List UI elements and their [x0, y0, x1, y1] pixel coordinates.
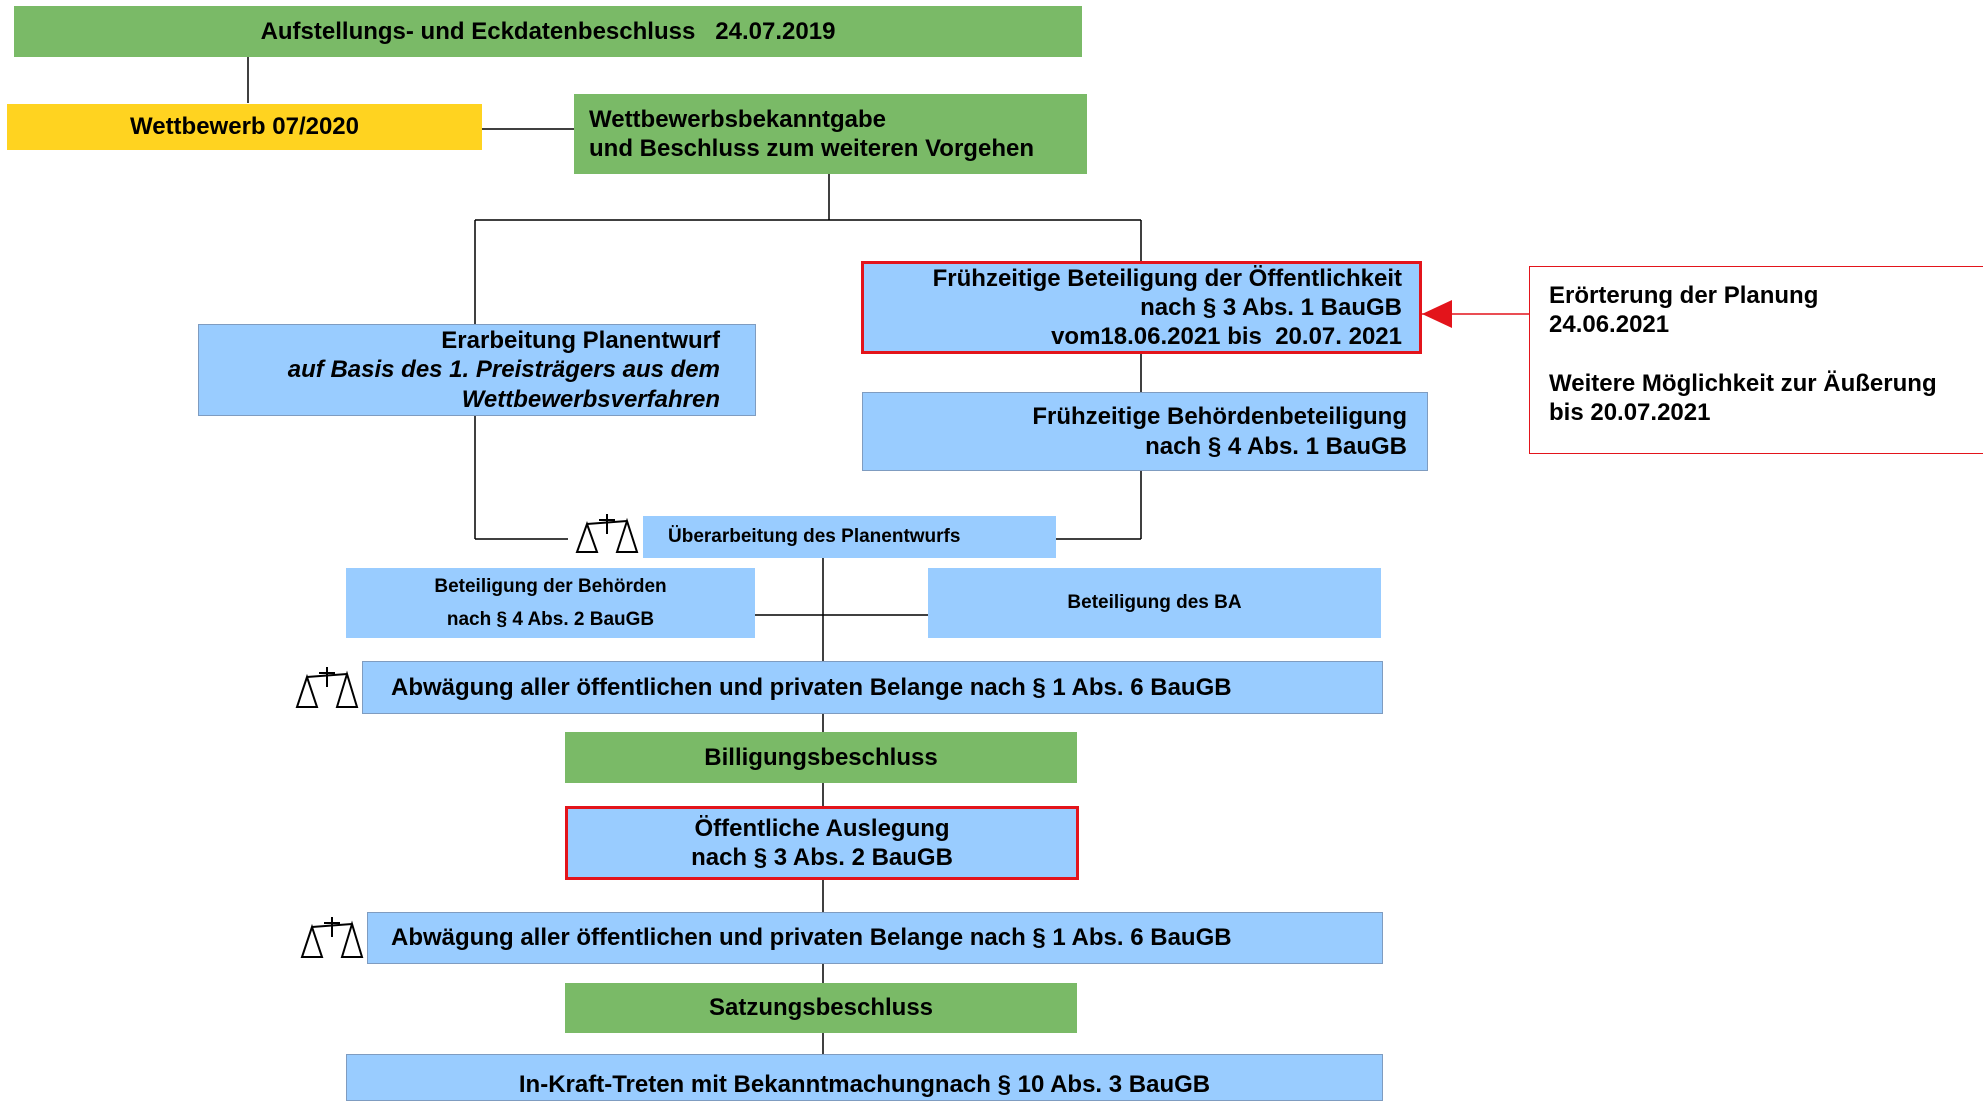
beteiligung-ba-label: Beteiligung des BA	[1067, 592, 1242, 614]
wettbewerb-box: Wettbewerb 07/2020	[7, 104, 482, 150]
inkrafttreten-box: In-Kraft-Treten mit Bekanntmachungnach §…	[346, 1054, 1383, 1101]
bekanntgabe-line-1: Wettbewerbsbekanntgabe	[589, 105, 886, 133]
abwaegung-1-label: Abwägung aller öffentlichen und privaten…	[391, 673, 1232, 701]
planentwurf-line-2: auf Basis des 1. Preisträgers aus dem	[287, 356, 720, 384]
aufstellungsbeschluss-box: Aufstellungs- und Eckdatenbeschluss 24.0…	[14, 6, 1082, 57]
ueberarbeitung-label: Überarbeitung des Planentwurfs	[668, 526, 961, 548]
beteiligung-ba-box: Beteiligung des BA	[928, 568, 1381, 638]
abwaegung-1-box: Abwägung aller öffentlichen und privaten…	[362, 661, 1383, 714]
abwaegung-2-box: Abwägung aller öffentlichen und privaten…	[367, 912, 1383, 964]
planentwurf-line-3: Wettbewerbsverfahren	[461, 385, 720, 413]
auslegung-line-2: nach § 3 Abs. 2 BauGB	[691, 844, 953, 871]
satzungsbeschluss-box: Satzungsbeschluss	[565, 983, 1077, 1033]
beteiligung-behoerden-line-2: nach § 4 Abs. 2 BauGB	[446, 609, 655, 630]
fruehzeitig-oeff-line-2: nach § 3 Abs. 1 BauGB	[1140, 293, 1402, 321]
fruehzeitige-behoerden-box: Frühzeitige Behördenbeteiligung nach § 4…	[862, 392, 1428, 471]
red-arrow-icon	[1420, 300, 1529, 328]
balance-scale-icon	[300, 917, 364, 958]
bekanntgabe-line-2: und Beschluss zum weiteren Vorgehen	[589, 135, 1034, 162]
callout-line-4: bis 20.07.2021	[1549, 398, 1711, 426]
wettbewerb-label: Wettbewerb 07/2020	[130, 113, 359, 141]
abwaegung-2-label: Abwägung aller öffentlichen und privaten…	[391, 924, 1232, 952]
wettbewerbsbekanntgabe-box: Wettbewerbsbekanntgabe und Beschluss zum…	[574, 94, 1087, 174]
balance-scale-icon	[575, 514, 639, 553]
billigungsbeschluss-box: Billigungsbeschluss	[565, 732, 1077, 783]
fruehzeitig-behoerden-line-1: Frühzeitige Behördenbeteiligung	[1032, 403, 1407, 431]
balance-scale-icon	[295, 667, 359, 708]
inkrafttreten-label: In-Kraft-Treten mit Bekanntmachungnach §…	[518, 1071, 1211, 1098]
aufstellungsbeschluss-label: Aufstellungs- und Eckdatenbeschluss 24.0…	[260, 17, 836, 45]
fruehzeitige-oeffentlichkeit-box: Frühzeitige Beteiligung der Öffentlichke…	[861, 261, 1422, 354]
fruehzeitig-oeff-line-3: vom18.06.2021 bis 20.07. 2021	[1051, 323, 1402, 351]
planentwurf-box: Erarbeitung Planentwurf auf Basis des 1.…	[198, 324, 756, 416]
callout-line-3: Weitere Möglichkeit zur Äußerung	[1549, 369, 1937, 397]
eroerterung-callout: Erörterung der Planung 24.06.2021 Weiter…	[1529, 266, 1983, 454]
callout-line-1: Erörterung der Planung	[1549, 282, 1819, 309]
beteiligung-behoerden-box: Beteiligung der Behörden nach § 4 Abs. 2…	[346, 568, 755, 638]
ueberarbeitung-box: Überarbeitung des Planentwurfs	[643, 516, 1056, 558]
oeffentliche-auslegung-box: Öffentliche Auslegung nach § 3 Abs. 2 Ba…	[565, 806, 1079, 880]
planentwurf-line-1: Erarbeitung Planentwurf	[441, 327, 720, 355]
auslegung-line-1: Öffentliche Auslegung	[694, 814, 950, 842]
satzungsbeschluss-label: Satzungsbeschluss	[708, 994, 934, 1022]
callout-line-2: 24.06.2021	[1549, 311, 1670, 339]
beteiligung-behoerden-line-1: Beteiligung der Behörden	[434, 575, 667, 597]
fruehzeitig-behoerden-line-2: nach § 4 Abs. 1 BauGB	[1145, 432, 1407, 460]
fruehzeitig-oeff-line-1: Frühzeitige Beteiligung der Öffentlichke…	[932, 264, 1402, 292]
billigungsbeschluss-label: Billigungsbeschluss	[704, 743, 938, 771]
